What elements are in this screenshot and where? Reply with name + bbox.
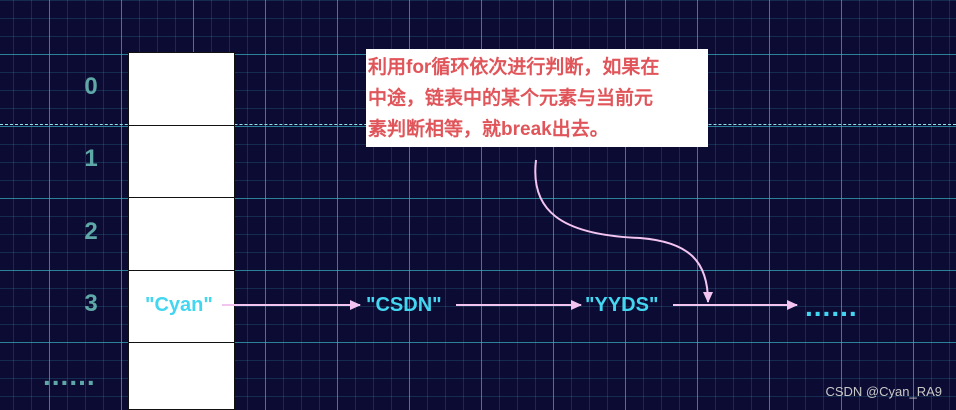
note-line-3: 素判断相等，就break出去。 — [368, 119, 609, 140]
note-line-2: 中途，链表中的某个元素与当前元 — [368, 88, 654, 109]
node-csdn: "CSDN" — [366, 294, 442, 316]
index-label-2: 2 — [84, 218, 98, 245]
index-label-3: 3 — [84, 290, 98, 317]
cell-divider — [129, 270, 234, 271]
annotation-note: 利用for循环依次进行判断，如果在 中途，链表中的某个元素与当前元 素判断相等，… — [366, 49, 708, 147]
cell-divider — [129, 197, 234, 198]
cell-divider — [129, 125, 234, 126]
note-line-1: 利用for循环依次进行判断，如果在 — [368, 57, 660, 78]
watermark: CSDN @Cyan_RA9 — [825, 384, 942, 399]
index-label-0: 0 — [84, 73, 98, 100]
index-label-1: 1 — [84, 145, 98, 172]
node-cyan: "Cyan" — [145, 294, 213, 316]
cell-divider — [129, 342, 234, 343]
node-yyds: "YYDS" — [585, 294, 659, 316]
list-ellipsis: ...... — [805, 291, 858, 322]
array-ellipsis: ...... — [43, 360, 96, 391]
arrow-note-to-list — [534, 159, 713, 303]
